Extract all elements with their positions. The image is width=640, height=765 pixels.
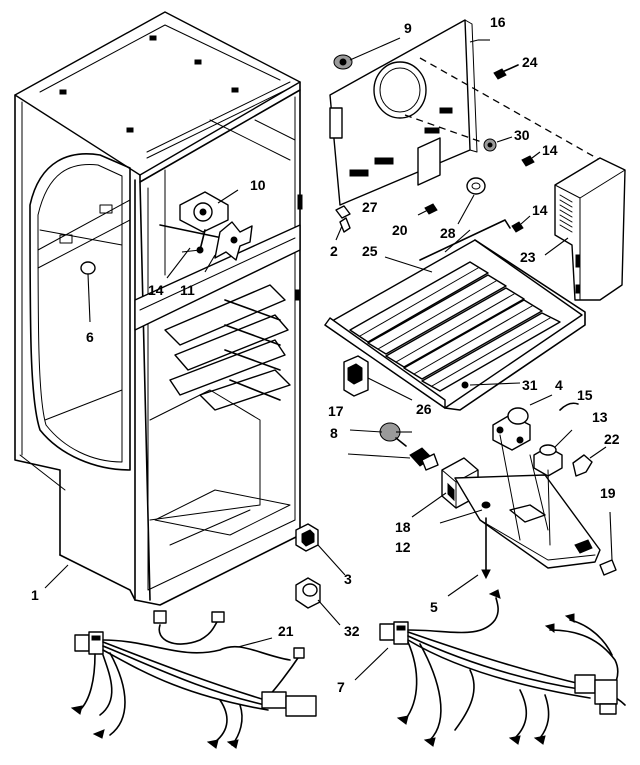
cabinet-liner: [14, 11, 303, 606]
callout-14-fan: 14: [148, 282, 164, 298]
callout-1: 1: [31, 587, 39, 603]
part-28-knob: [457, 177, 486, 225]
callout-16: 16: [490, 14, 506, 30]
screw-parts: [417, 64, 541, 233]
callout-24: 24: [522, 54, 538, 70]
callout-7: 7: [337, 679, 345, 695]
callout-28: 28: [440, 225, 456, 241]
callout-22: 22: [604, 431, 620, 447]
wire-harness-21: [70, 610, 317, 749]
part-26-block: [343, 355, 413, 401]
rear-panel: [329, 19, 601, 206]
wire-harness-7: [354, 589, 626, 747]
callout-4: 4: [555, 377, 563, 393]
callout-17: 17: [328, 403, 344, 419]
callout-15: 15: [577, 387, 593, 403]
callout-21: 21: [278, 623, 294, 639]
callout-12: 12: [395, 539, 411, 555]
part-22-plug: [572, 446, 607, 477]
callout-30: 30: [514, 127, 530, 143]
callout-32: 32: [344, 623, 360, 639]
callout-25: 25: [362, 243, 378, 259]
control-housing: [439, 434, 617, 597]
part-9-grommet: [333, 37, 401, 70]
callout-9: 9: [404, 20, 412, 36]
part-13-switch: [533, 429, 573, 477]
evaporator-coil: [324, 219, 586, 411]
callout-23: 23: [520, 249, 536, 265]
callout-10: 10: [250, 177, 266, 193]
callout-11: 11: [180, 282, 195, 298]
callout-labels: 9 16 24 30 14 10 27 20 28 14 2 25 23 14 …: [31, 14, 620, 695]
part-17-capacitor: [379, 422, 407, 447]
part-32-connector: [295, 577, 341, 626]
callout-6: 6: [86, 329, 94, 345]
callout-5: 5: [430, 599, 438, 615]
callout-20: 20: [392, 222, 408, 238]
part-8-connector: [409, 447, 439, 471]
air-grille-cover: [544, 157, 626, 301]
fan-motor-assembly: [159, 189, 253, 279]
callout-13: 13: [592, 409, 608, 425]
part-4-relay: [492, 394, 553, 451]
callout-31: 31: [522, 377, 538, 393]
part-6-knob: [80, 261, 96, 323]
callout-27: 27: [362, 199, 378, 215]
callout-19: 19: [600, 485, 616, 501]
callout-26: 26: [416, 401, 432, 417]
callout-18: 18: [395, 519, 411, 535]
callout-8: 8: [330, 425, 338, 441]
callout-14-top: 14: [542, 142, 558, 158]
callout-3: 3: [344, 571, 352, 587]
part-3-clip: [295, 523, 346, 576]
callout-14-right: 14: [532, 202, 548, 218]
part-2-clip: [335, 205, 351, 241]
part-15-spring: [559, 402, 579, 411]
callout-2: 2: [330, 243, 338, 259]
